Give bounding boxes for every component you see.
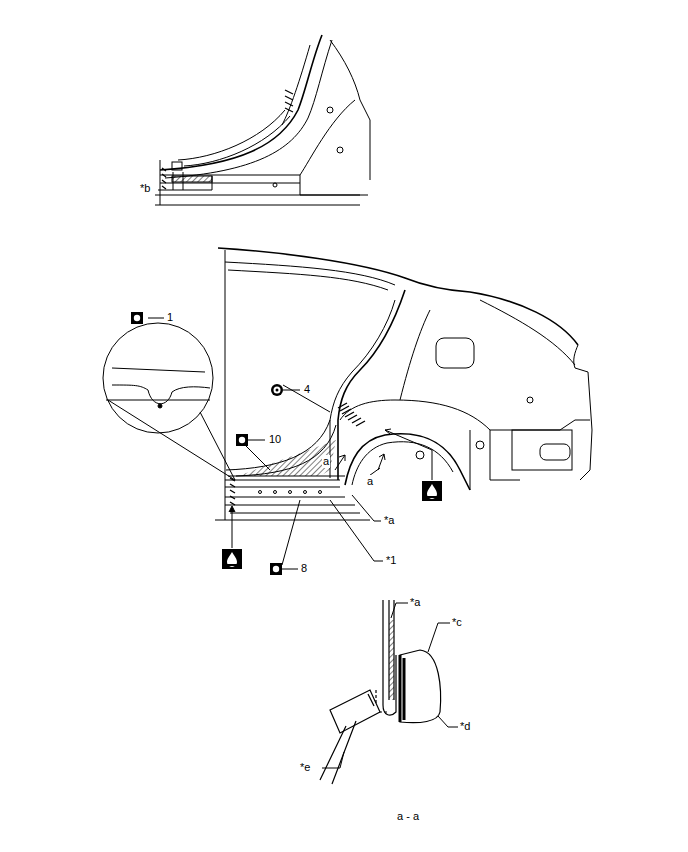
weld-symbols [131, 312, 442, 575]
callout-label: *b [140, 182, 150, 195]
callout-label: *a [384, 514, 394, 527]
callout-label: 8 [301, 562, 307, 575]
callout-label: *e [300, 761, 310, 774]
callout-label: *c [452, 616, 462, 629]
callout-label: *1 [386, 554, 396, 567]
callout-label: *d [460, 720, 470, 733]
callout-label: *a [410, 596, 420, 609]
callout-label: 4 [303, 383, 311, 396]
callout-label: 1 [167, 311, 173, 324]
callout-label: a - a [397, 810, 419, 823]
callout-label: a [322, 455, 330, 468]
callout-label: 10 [268, 433, 282, 446]
callout-label: a [366, 475, 374, 488]
